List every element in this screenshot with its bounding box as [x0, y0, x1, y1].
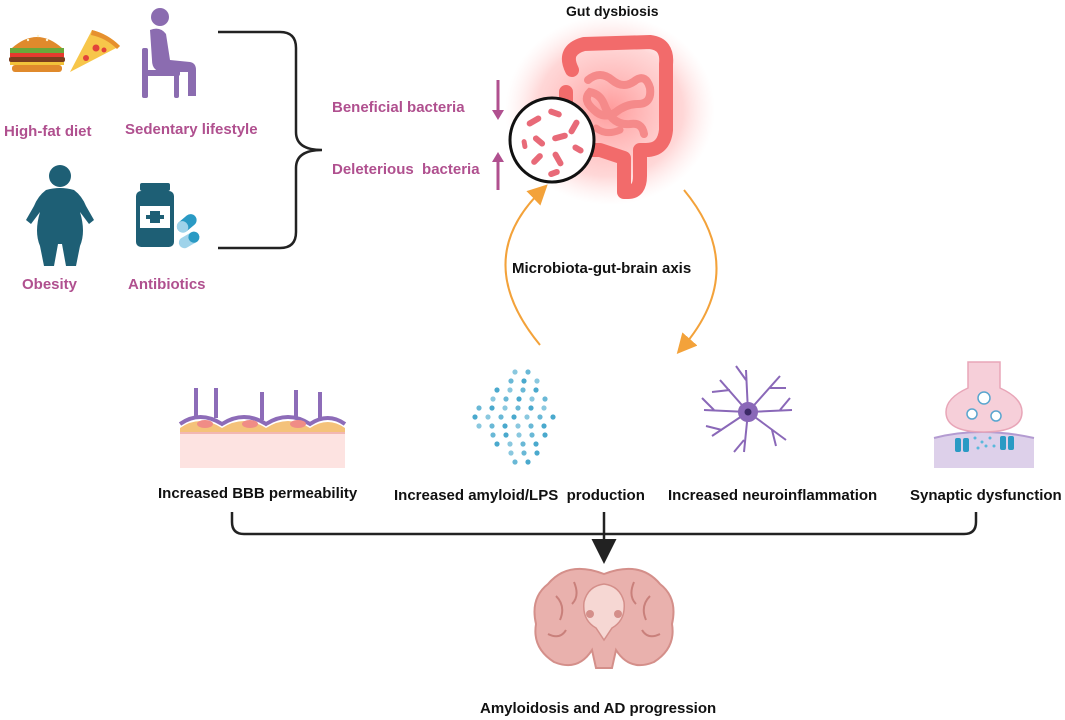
amyloid-particle	[542, 396, 548, 402]
amyloid-particle	[516, 396, 522, 402]
amyloid-particle	[515, 405, 521, 411]
amyloid-particle	[520, 387, 526, 393]
sitting-person-icon	[142, 8, 196, 98]
amyloid-particle	[502, 423, 508, 429]
synapse-icon	[933, 361, 1035, 468]
amyloid-particle	[524, 414, 530, 420]
amyloid-particle	[508, 378, 514, 384]
amyloid-particle	[541, 405, 547, 411]
brain-coronal-section-icon	[533, 567, 675, 669]
amyloid-particle	[542, 432, 548, 438]
amyloid-particle	[516, 432, 522, 438]
microglia-neuron-icon	[701, 365, 793, 453]
amyloid-particles-icon	[472, 369, 556, 465]
amyloid-particle	[512, 369, 518, 375]
amyloid-particle	[550, 414, 556, 420]
beneficial-decrease-arrow	[492, 80, 504, 120]
amyloid-particle	[534, 450, 540, 456]
amyloid-particle	[529, 396, 535, 402]
deleterious-bacteria-label: Deleterious bacteria	[332, 161, 480, 178]
amyloid-particle	[541, 423, 547, 429]
amyloid-lps-production-label: Increased amyloid/LPS production	[394, 487, 645, 504]
amyloid-particle	[507, 441, 513, 447]
amyloid-particle	[476, 405, 482, 411]
amyloid-particle	[512, 459, 518, 465]
amyloid-particle	[489, 405, 495, 411]
synaptic-dysfunction-label: Synaptic dysfunction	[910, 487, 1062, 504]
amyloid-particle	[508, 450, 514, 456]
antibiotics-icon	[136, 183, 200, 249]
obesity-label: Obesity	[22, 276, 78, 293]
high-fat-diet-label: High-fat diet	[4, 123, 92, 140]
amyloid-particle	[521, 450, 527, 456]
axis-arrow-down-right	[676, 189, 718, 355]
bacteria-magnifier-icon	[508, 96, 596, 184]
amyloidosis-ad-progression-label: Amyloidosis and AD progression	[480, 700, 717, 717]
microbiota-gut-brain-axis-label: Microbiota-gut-brain axis	[512, 260, 692, 277]
amyloid-particle	[472, 414, 478, 420]
amyloid-particle	[507, 387, 513, 393]
amyloid-particle	[521, 378, 527, 384]
gut-dysbiosis-title: Gut dysbiosis	[566, 3, 659, 19]
neuroinflammation-label: Increased neuroinflammation	[668, 487, 878, 504]
amyloid-particle	[533, 441, 539, 447]
bbb-endothelium-icon	[178, 388, 347, 468]
amyloid-particle	[485, 414, 491, 420]
amyloid-particle	[528, 423, 534, 429]
amyloid-particle	[476, 423, 482, 429]
amyloid-particle	[503, 432, 509, 438]
antibiotics-label: Antibiotics	[128, 276, 206, 293]
sedentary-lifestyle-label: Sedentary lifestyle	[125, 121, 258, 138]
axis-arrow-up-left	[504, 184, 548, 346]
bbb-permeability-label: Increased BBB permeability	[158, 485, 358, 502]
amyloid-particle	[511, 414, 517, 420]
amyloid-particle	[489, 423, 495, 429]
amyloid-particle	[525, 369, 531, 375]
amyloid-particle	[502, 405, 508, 411]
deleterious-increase-arrow	[492, 152, 504, 190]
amyloid-particle	[498, 414, 504, 420]
amyloid-particle	[534, 378, 540, 384]
amyloid-particle	[537, 414, 543, 420]
amyloid-particle	[503, 396, 509, 402]
amyloid-particle	[490, 432, 496, 438]
amyloid-particle	[494, 441, 500, 447]
risk-factor-brace	[218, 30, 323, 250]
beneficial-bacteria-label: Beneficial bacteria	[332, 99, 465, 116]
amyloid-particle	[529, 432, 535, 438]
amyloid-particle	[525, 459, 531, 465]
amyloid-particle	[520, 441, 526, 447]
amyloid-particle	[528, 405, 534, 411]
amyloid-particle	[494, 387, 500, 393]
amyloid-particle	[533, 387, 539, 393]
burger-icon	[9, 34, 65, 72]
amyloid-particle	[515, 423, 521, 429]
amyloid-particle	[490, 396, 496, 402]
obesity-figure-icon	[26, 165, 94, 266]
pizza-icon	[70, 30, 120, 72]
